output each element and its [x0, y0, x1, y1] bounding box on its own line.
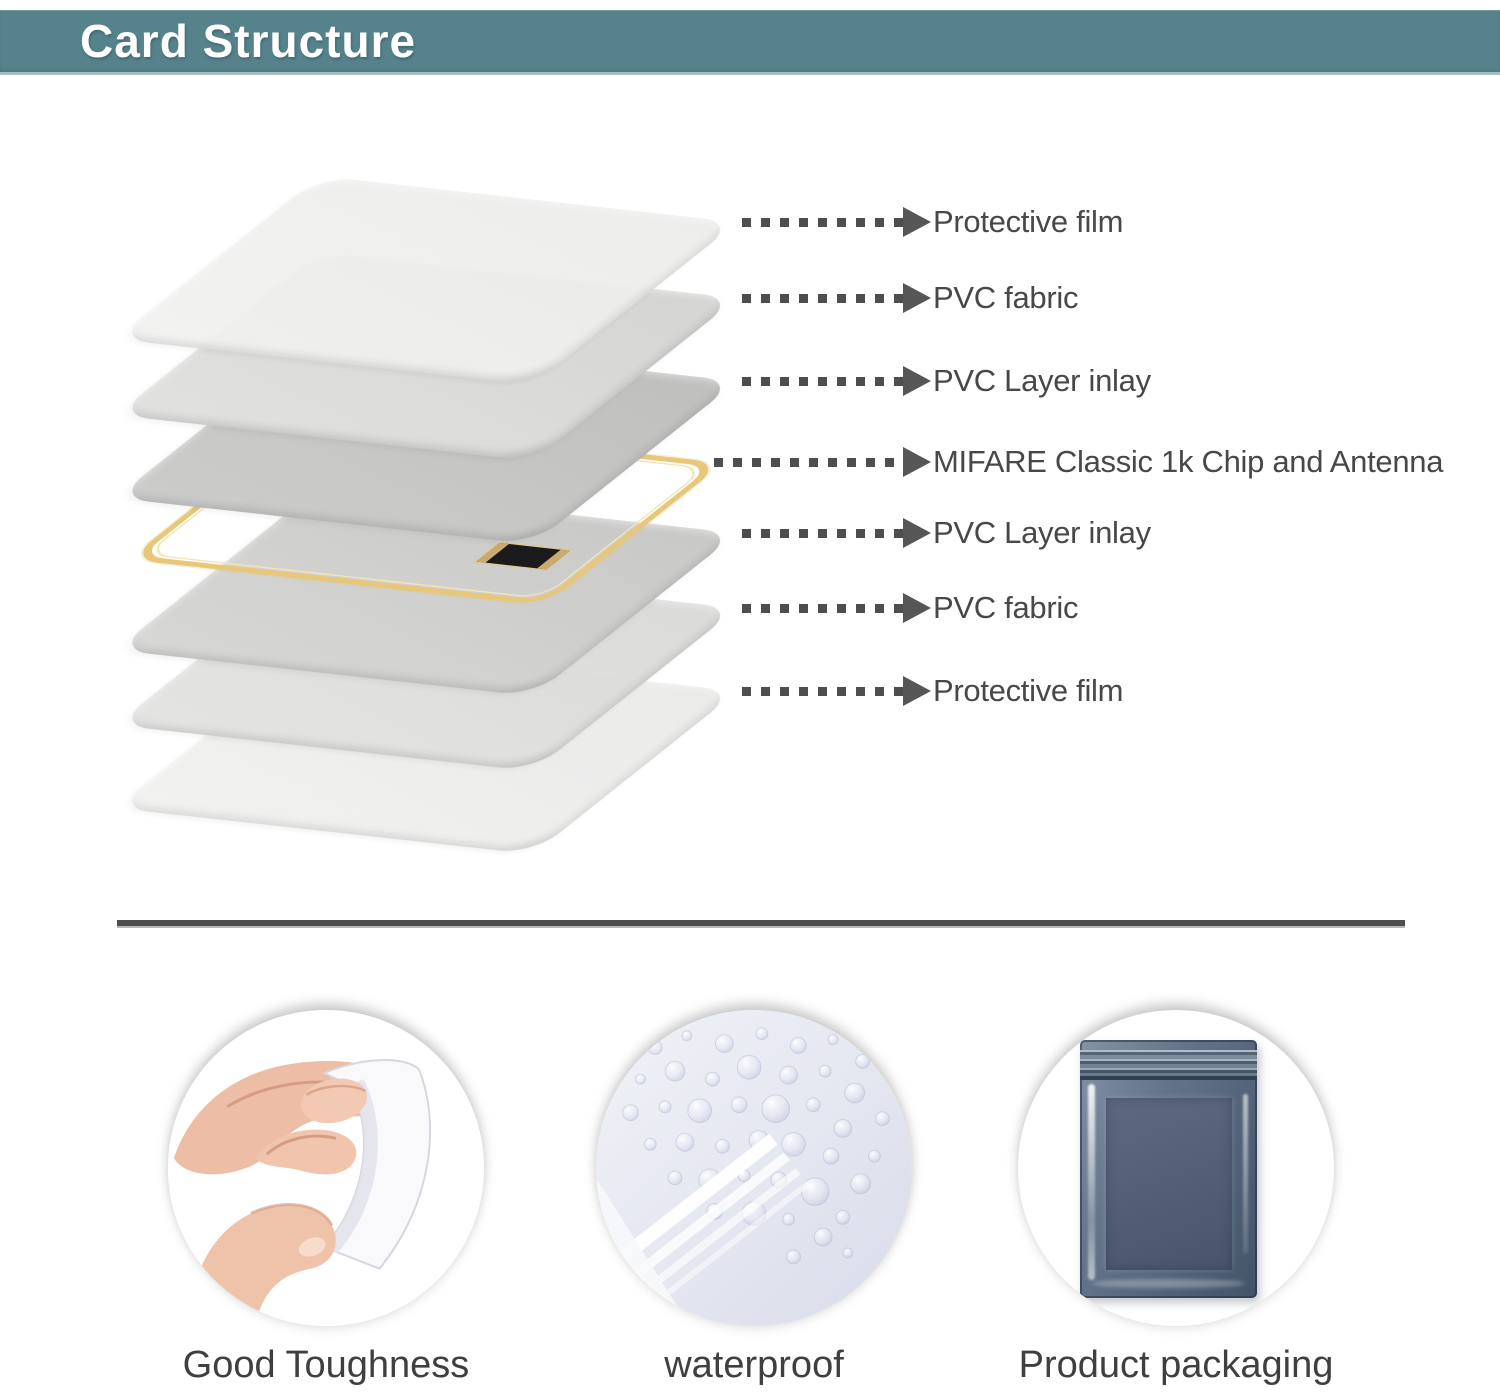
- header-banner: Card Structure: [0, 10, 1500, 75]
- page-title: Card Structure: [80, 15, 417, 67]
- antistatic-bag: [1080, 1040, 1257, 1298]
- arrow-right-icon: [903, 518, 931, 548]
- dashed-leader-line: [742, 293, 903, 303]
- packaging-photo: [1018, 1010, 1334, 1326]
- feature-caption: Product packaging: [1018, 1344, 1334, 1386]
- callout-label: PVC fabric: [933, 280, 1079, 315]
- card-structure-diagram: Protective film PVC fabric PVC Layer inl…: [0, 80, 1500, 910]
- dashed-leader-line: [742, 686, 903, 696]
- callout-label: MIFARE Classic 1k Chip and Antenna: [933, 444, 1444, 479]
- arrow-right-icon: [903, 207, 931, 237]
- feature-caption: Good Toughness: [182, 1344, 470, 1386]
- bag-card-panel: [1106, 1098, 1232, 1270]
- section-divider: [117, 920, 1405, 928]
- callout-pvc-inlay-top: PVC Layer inlay: [742, 363, 1151, 399]
- feature-packaging: Product packaging: [946, 1010, 1406, 1387]
- callout-pvc-fabric-bottom: PVC fabric: [742, 590, 1078, 626]
- toughness-photo: [168, 1010, 484, 1326]
- arrow-right-icon: [903, 593, 931, 623]
- callout-label: PVC Layer inlay: [933, 515, 1151, 550]
- feature-waterproof: waterproof: [524, 1010, 984, 1387]
- callout-label: PVC Layer inlay: [933, 363, 1151, 398]
- dashed-leader-line: [714, 457, 903, 467]
- feature-caption: waterproof: [664, 1344, 844, 1386]
- arrow-right-icon: [903, 676, 931, 706]
- bag-highlight: [1243, 1094, 1248, 1254]
- callout-label: Protective film: [933, 204, 1124, 239]
- dashed-leader-line: [742, 376, 903, 386]
- dashed-leader-line: [742, 528, 903, 538]
- arrow-right-icon: [903, 283, 931, 313]
- callout-protective-film-bottom: Protective film: [742, 673, 1123, 709]
- bag-zipper: [1080, 1050, 1257, 1080]
- callout-pvc-fabric-top: PVC fabric: [742, 280, 1078, 316]
- bag-highlight: [1088, 1084, 1095, 1280]
- arrow-right-icon: [903, 447, 931, 477]
- dashed-leader-line: [742, 603, 903, 613]
- callout-protective-film-top: Protective film: [742, 204, 1123, 240]
- callout-label: PVC fabric: [933, 590, 1079, 625]
- callout-pvc-inlay-bottom: PVC Layer inlay: [742, 515, 1151, 551]
- dashed-leader-line: [742, 217, 903, 227]
- bag-fold-highlight: [1092, 1279, 1245, 1288]
- water-droplets-illustration: [596, 1010, 912, 1326]
- hand-bending-card-illustration: [168, 1010, 484, 1326]
- feature-toughness: Good Toughness: [96, 1010, 556, 1387]
- waterproof-photo: [596, 1010, 912, 1326]
- arrow-right-icon: [903, 366, 931, 396]
- callout-chip-antenna: MIFARE Classic 1k Chip and Antenna: [714, 444, 1443, 480]
- callout-label: Protective film: [933, 673, 1124, 708]
